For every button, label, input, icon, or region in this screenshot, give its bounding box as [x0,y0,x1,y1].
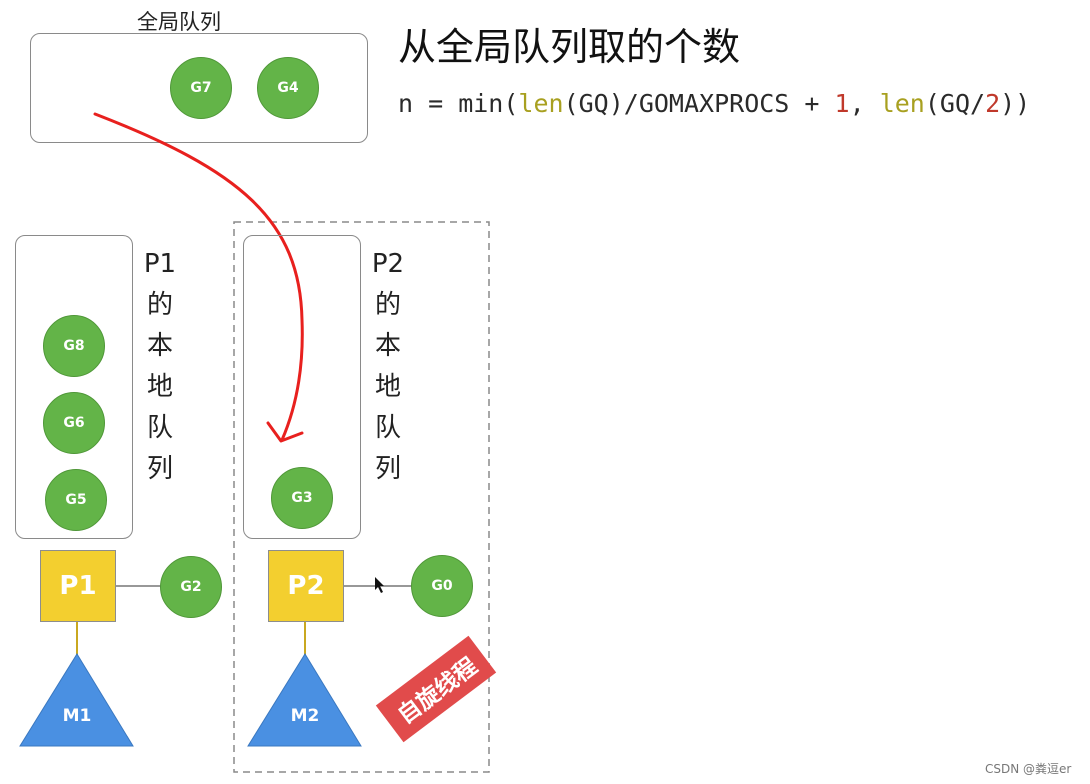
goroutine-g2: G2 [160,556,222,618]
p2-label-char: 地 [374,372,401,402]
goroutine-g0: G0 [411,555,473,617]
mouse-cursor-icon [375,577,384,593]
p1-label-char: 本 [146,331,173,361]
p1-label-char: 队 [146,413,173,443]
machine-m1-label: M1 [62,706,92,726]
formula-prefix: n = min( [398,89,519,118]
formula-suffix: )) [1000,89,1031,118]
p1-label-char: 的 [146,290,173,320]
page-title: 从全局队列取的个数 [398,25,741,69]
formula: n = min(len(GQ)/GOMAXPROCS + 1, len(GQ/2… [398,89,1030,118]
spinning-thread-group [233,221,490,773]
goroutine-g3: G3 [271,467,333,529]
p2-label-char: 列 [374,454,401,484]
global-queue-label: 全局队列 [137,10,221,34]
goroutine-g8: G8 [43,315,105,377]
formula-num-2: 2 [985,89,1001,118]
goroutine-g7: G7 [170,57,232,119]
formula-num-1: 1 [834,89,850,118]
machine-m2-triangle [247,653,362,747]
machine-m2-label: M2 [290,706,320,726]
goroutine-g6: G6 [43,392,105,454]
p1-label-char: 列 [146,454,173,484]
processor-p1: P1 [40,550,116,622]
p2-label-char: 的 [374,290,401,320]
p1-label-char: 地 [146,372,173,402]
goroutine-g5: G5 [45,469,107,531]
processor-p2: P2 [268,550,344,622]
p2-label-char: 本 [374,331,401,361]
formula-mid-2: , [849,89,880,118]
steal-arrow-head [266,421,304,443]
p2-label-char: P2 [371,249,405,279]
machine-m1-triangle [19,653,134,747]
formula-fn-len-2: len [879,89,925,118]
formula-mid-1: (GQ)/GOMAXPROCS + [563,89,835,118]
p2-label-char: 队 [374,413,401,443]
steal-arrow [93,112,304,442]
watermark: CSDN @粪逗er [985,762,1072,776]
p2-local-queue-box [243,235,361,539]
formula-mid-3: (GQ/ [924,89,986,118]
p1-label-char: P1 [143,249,177,279]
goroutine-g4: G4 [257,57,319,119]
formula-fn-len-1: len [518,89,564,118]
